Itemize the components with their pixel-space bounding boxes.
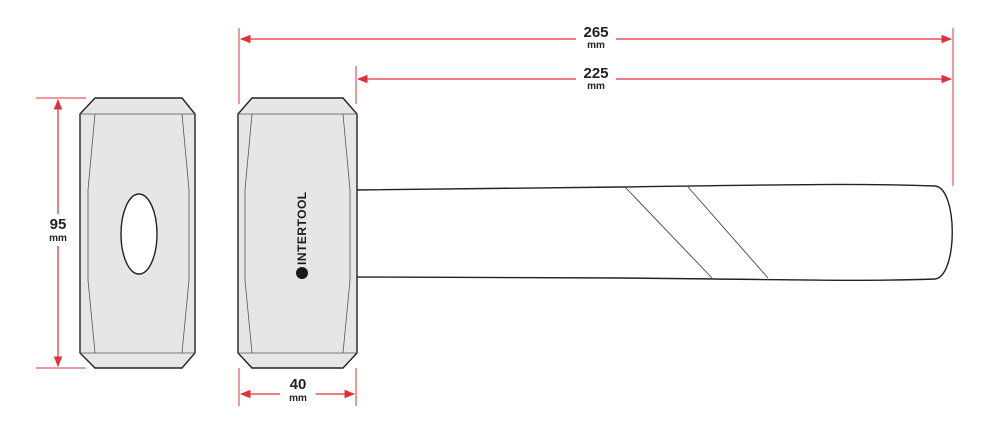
eye-hole (120, 193, 158, 275)
head-side-facet-right (181, 113, 190, 354)
head-width-unit: mm (289, 393, 307, 404)
handle-length-unit: mm (587, 81, 605, 92)
total-length-value: 265 (583, 24, 608, 41)
head-facet-right (342, 113, 351, 354)
hammer-handle (355, 183, 953, 281)
handle-grip-line-2 (687, 186, 769, 279)
dimension-head-height: 95 mm (36, 97, 86, 369)
head-facet-left (244, 113, 253, 354)
hammer-head (237, 97, 358, 369)
total-length-unit: mm (587, 40, 605, 51)
head-width-value: 40 (290, 376, 307, 393)
brand-logo: INTERTOOL (295, 191, 309, 279)
handle-length-value: 225 (583, 65, 608, 82)
head-side-view (79, 97, 196, 369)
dimension-handle-length: 225 mm (355, 65, 953, 104)
hammer-front-view: INTERTOOL (237, 97, 953, 369)
head-side-facet-left (87, 113, 96, 354)
head-height-value: 95 (50, 216, 67, 233)
brand-logo-icon (296, 267, 308, 279)
dimension-head-width: 40 mm (238, 368, 357, 406)
handle-grip-line-1 (624, 186, 713, 279)
dimension-total-length: 265 mm (238, 24, 954, 186)
head-height-unit: mm (49, 233, 67, 244)
brand-name: INTERTOOL (295, 191, 309, 265)
